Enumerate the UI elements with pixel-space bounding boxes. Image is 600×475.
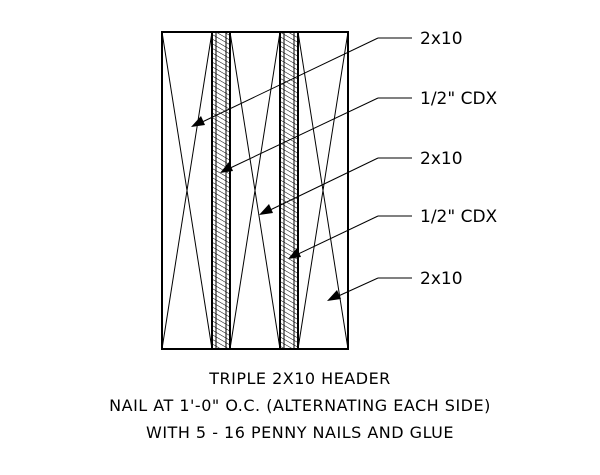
label-cdx-lower: 1/2" CDX [420,207,498,227]
leader-1 [191,37,412,127]
label-cdx-upper: 1/2" CDX [420,89,498,109]
label-2x10-top: 2x10 [420,29,463,49]
lumber-member-1 [161,31,213,350]
leader-3 [259,157,412,215]
label-2x10-middle: 2x10 [420,149,463,169]
lumber-member-2 [229,31,281,350]
leader-5 [327,277,412,301]
header-outline [161,31,349,350]
plywood-layer-1 [211,32,231,349]
label-2x10-bottom: 2x10 [420,269,463,289]
lumber-member-3 [297,31,349,350]
caption-fasteners: WITH 5 - 16 PENNY NAILS AND GLUE [146,423,454,442]
caption-nailing: NAIL AT 1'-0" O.C. (ALTERNATING EACH SID… [109,396,491,415]
leader-2 [220,97,412,173]
leader-4 [288,215,412,259]
header-section-drawing: 2x10 1/2" CDX 2x10 1/2" CDX 2x10 [161,29,498,350]
caption-title: TRIPLE 2X10 HEADER [209,369,391,388]
plywood-layer-2 [279,32,299,349]
